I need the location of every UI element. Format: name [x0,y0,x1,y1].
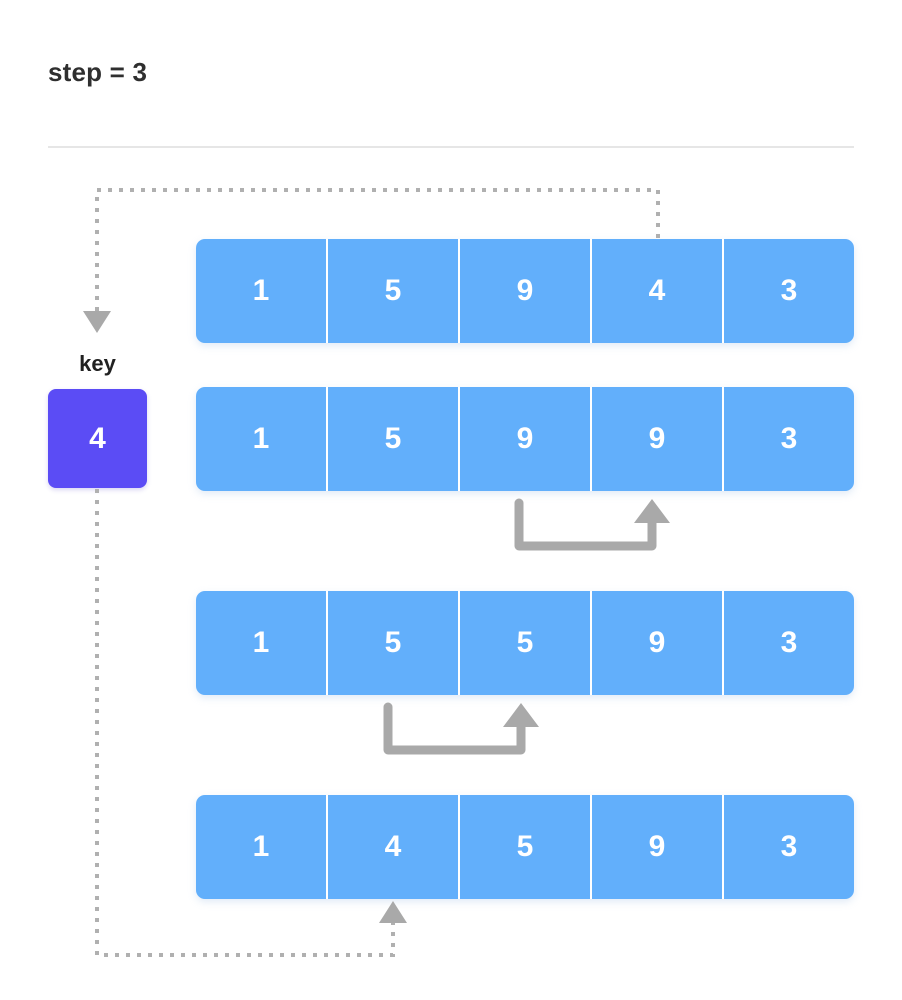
array-cell-value: 3 [780,422,798,455]
array-cell-value: 3 [780,274,798,307]
array-cell: 5 [460,795,592,899]
arrow-head-up-icon [634,499,670,523]
shift-arrow-2-to-3 [514,498,670,551]
array-cell-value: 1 [252,274,270,307]
array-cell-value: 9 [648,422,666,455]
array-cell-value: 9 [516,422,534,455]
arrow-head-down-icon [83,311,111,333]
array-cell-value: 5 [384,422,402,455]
array-cell: 9 [592,387,724,491]
arrow-head-up-icon [379,901,407,923]
array-cell: 5 [328,387,460,491]
array-cell-value: 9 [648,626,666,659]
array-cell-value: 5 [516,830,534,863]
array-cell: 5 [460,591,592,695]
shift-arrow-1-to-2 [383,702,539,755]
array-row: 1 5 5 9 3 [196,591,854,695]
array-cell: 9 [592,591,724,695]
array-row: 1 5 9 4 3 [196,239,854,343]
array-cell-value: 5 [516,626,534,659]
array-cell-value: 1 [252,422,270,455]
array-cell-value: 9 [648,830,666,863]
array-cell-value: 3 [780,626,798,659]
key-label: key [79,351,116,376]
array-cell: 9 [460,239,592,343]
array-cell: 9 [592,795,724,899]
key-value: 4 [89,421,106,455]
array-row: 1 4 5 9 3 [196,795,854,899]
array-cell: 1 [196,795,328,899]
array-cell-value: 4 [648,274,666,307]
header-divider [48,146,854,148]
array-cell-value: 3 [780,830,798,863]
array-cell: 3 [724,239,854,343]
array-cell-value: 1 [252,626,270,659]
array-cell: 1 [196,387,328,491]
array-cell-value: 1 [252,830,270,863]
array-cell: 3 [724,387,854,491]
array-cell: 3 [724,591,854,695]
array-cell: 1 [196,591,328,695]
array-cell: 5 [328,591,460,695]
array-cell: 9 [460,387,592,491]
array-cell-value: 9 [516,274,534,307]
page-title: step = 3 [48,57,148,87]
array-cell-value: 5 [384,626,402,659]
array-cell: 5 [328,239,460,343]
array-cell: 4 [328,795,460,899]
array-cell: 3 [724,795,854,899]
array-row: 1 5 9 9 3 [196,387,854,491]
array-cell-value: 4 [384,830,402,863]
array-cell-value: 5 [384,274,402,307]
array-cell: 4 [592,239,724,343]
arrow-head-up-icon [503,703,539,727]
key-value-box: 4 [48,389,147,488]
array-cell: 1 [196,239,328,343]
